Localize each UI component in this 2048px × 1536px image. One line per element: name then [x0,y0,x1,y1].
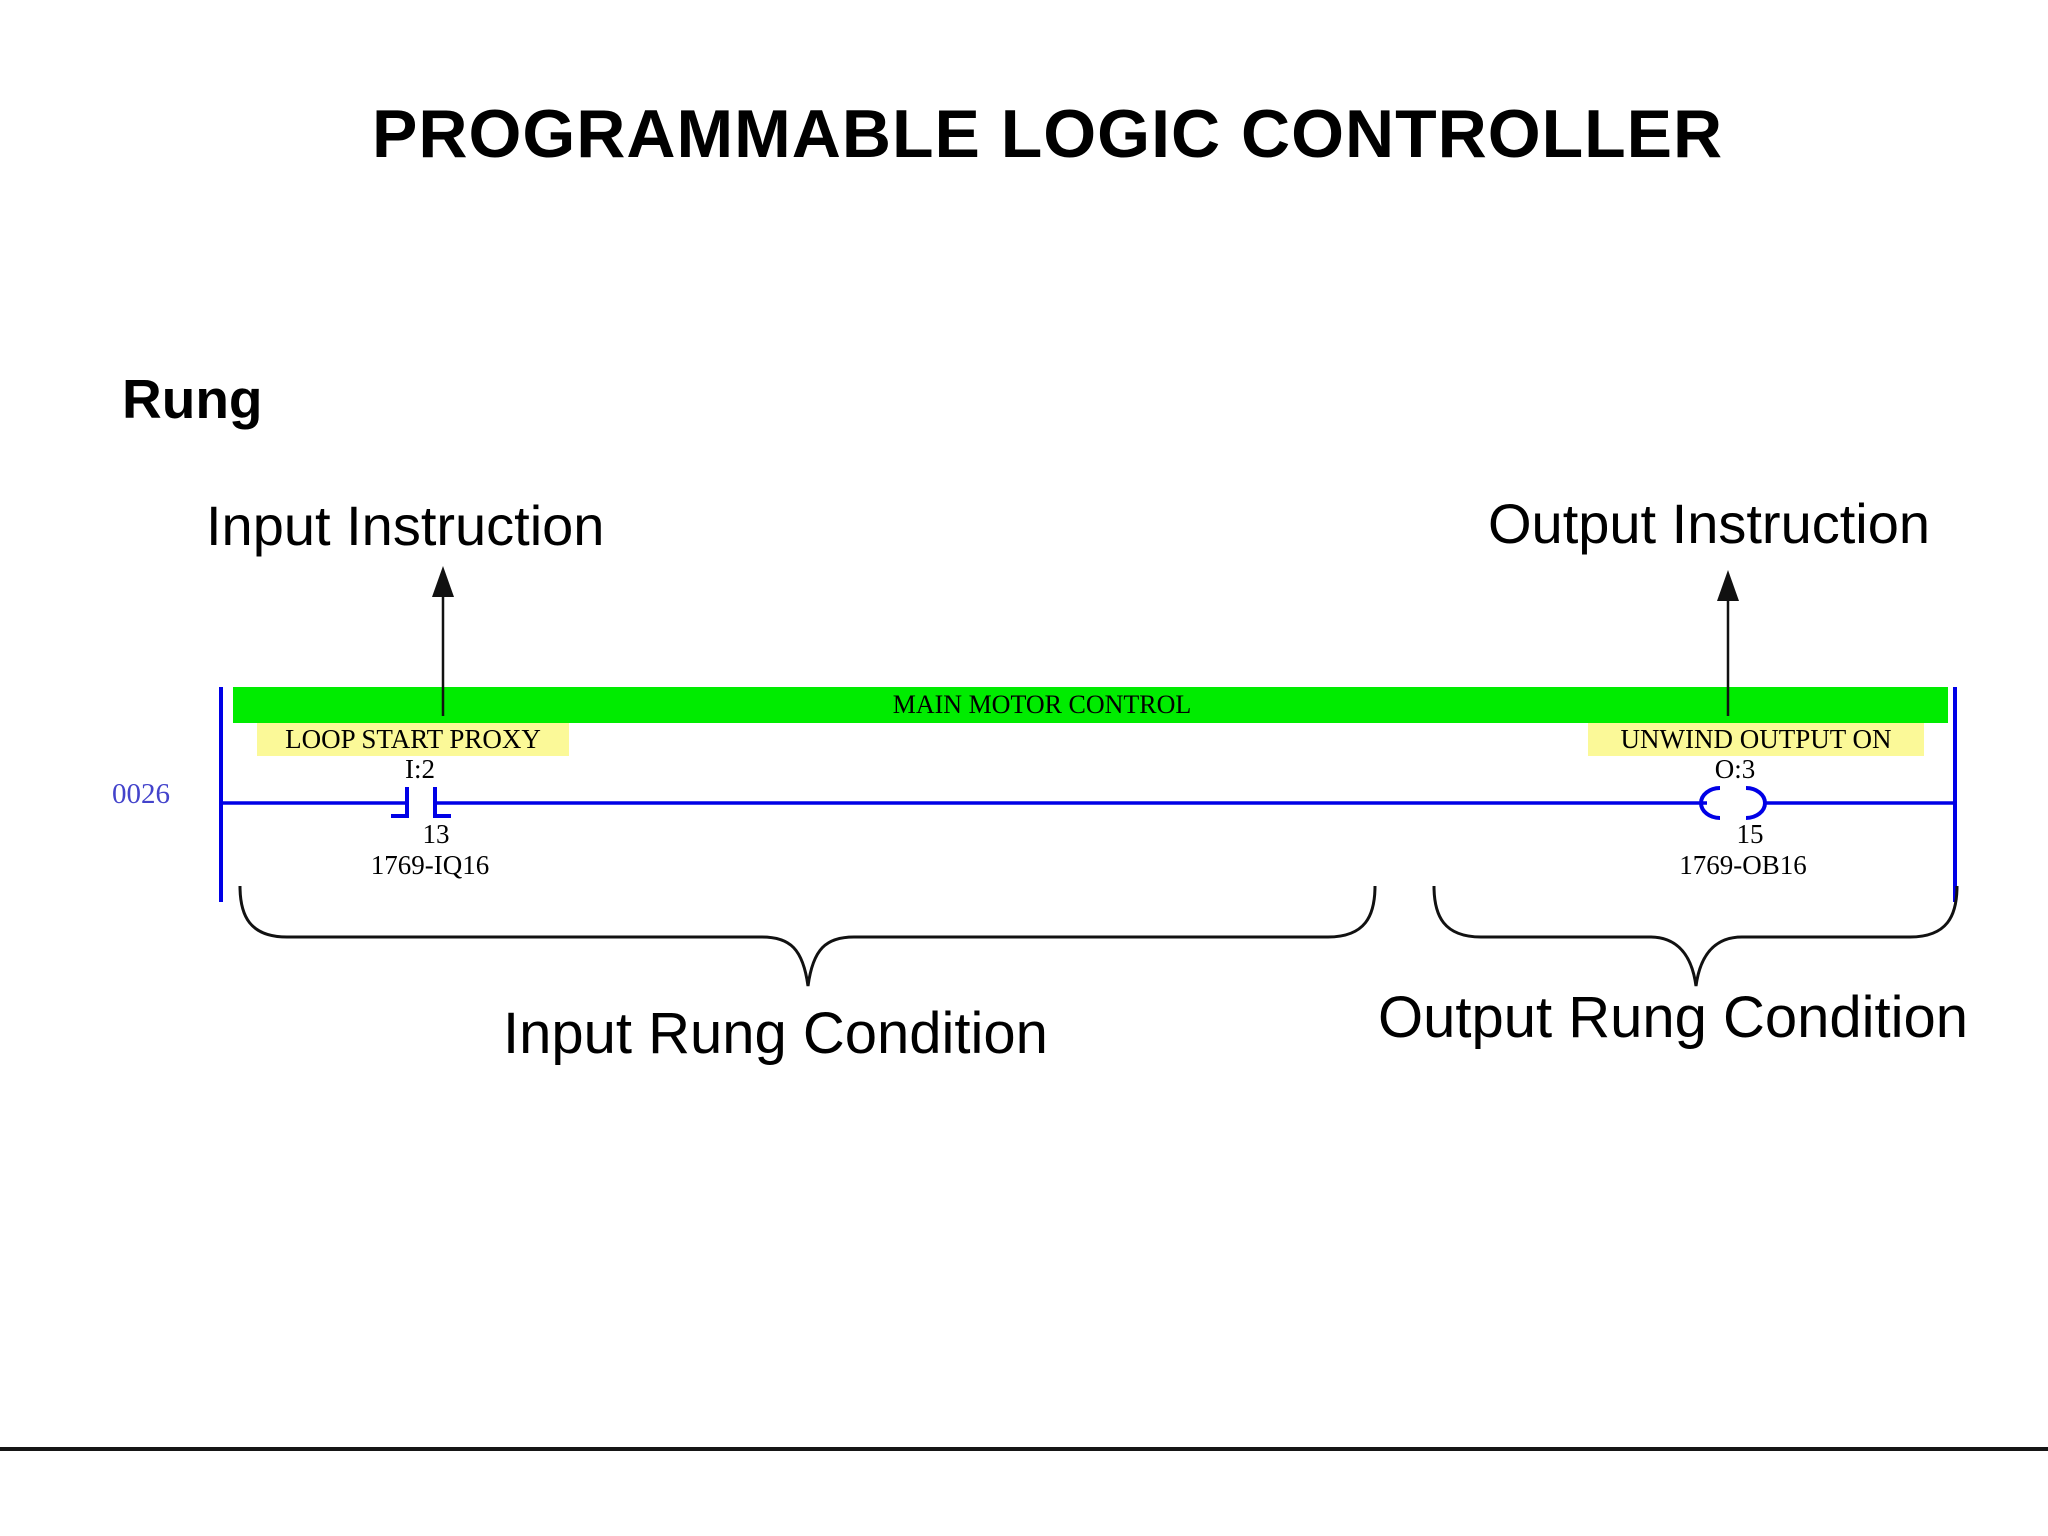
input-rung-condition-label: Input Rung Condition [503,1001,1048,1066]
input-condition-brace [238,885,1377,987]
output-description-highlight: UNWIND OUTPUT ON [1588,723,1924,756]
output-address: O:3 [1714,754,1756,784]
input-bit: 13 [422,819,450,849]
output-condition-brace [1432,885,1959,987]
rung-comment-bar [233,687,1948,723]
output-bit: 15 [1736,819,1764,849]
ote-coil-icon [1699,786,1767,820]
rung-comment-text: MAIN MOTOR CONTROL [892,690,1192,719]
output-rung-condition-label: Output Rung Condition [1378,985,1969,1050]
input-module: 1769-IQ16 [370,850,490,880]
input-instruction-label: Input Instruction [206,494,605,557]
output-module: 1769-OB16 [1679,850,1807,880]
rung-section-label: Rung [122,368,263,430]
input-address: I:2 [405,754,435,784]
footer-divider-line [0,1447,2048,1451]
input-description-highlight: LOOP START PROXY [257,723,569,756]
rung-number: 0026 [112,778,170,810]
xic-contact-icon [391,787,451,818]
output-instruction-label: Output Instruction [1488,492,1931,555]
page-title: PROGRAMMABLE LOGIC CONTROLLER [372,96,1724,172]
